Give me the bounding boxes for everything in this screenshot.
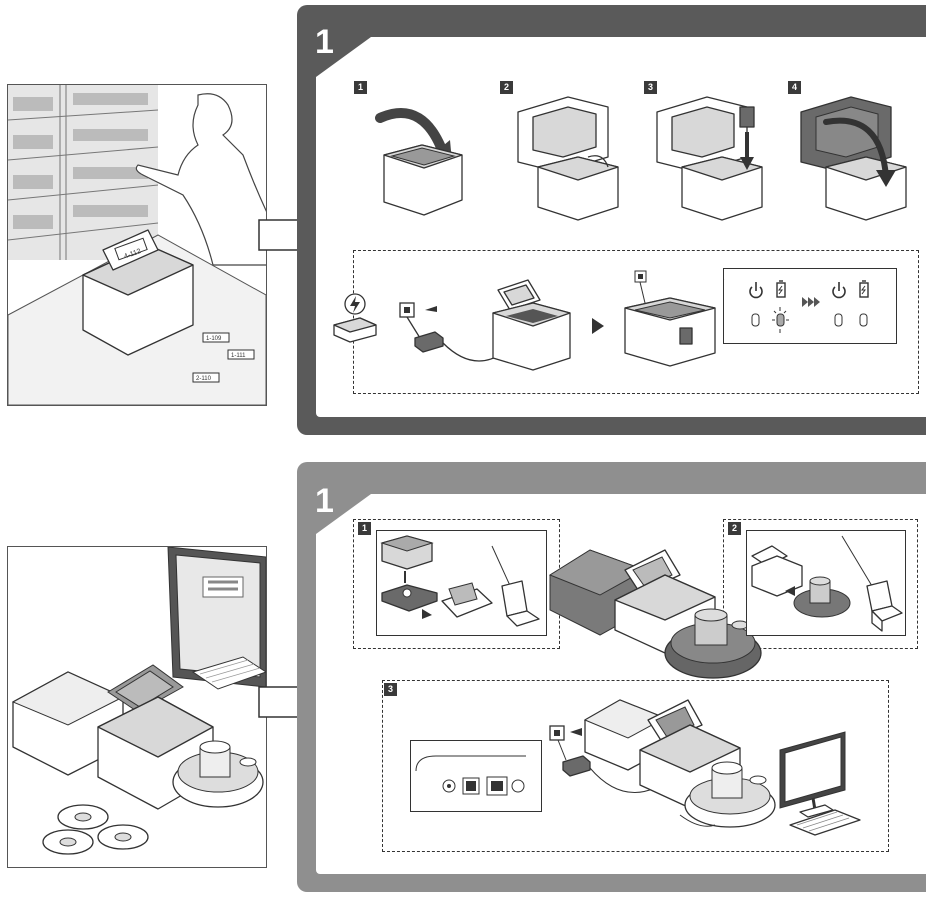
bottom-step-1-inset: [376, 530, 547, 636]
top-step-badge-2: 2: [500, 81, 513, 94]
step-2-open-case-illustration: [508, 92, 628, 227]
top-step-panel: 1: [297, 5, 926, 435]
computer-monitor-illustration: [775, 730, 875, 840]
ac-adapter-illustration: [395, 298, 505, 378]
bottom-photo-workstation: [7, 546, 267, 868]
bottom-step-badge-2: 2: [728, 522, 741, 535]
top-panel-content: [316, 37, 926, 417]
bottom-step-badge-1: 1: [358, 522, 371, 535]
blinking-led-icon: [772, 307, 789, 333]
step-4-close-lid-illustration: [796, 92, 916, 227]
battery-charge-icon: [330, 290, 380, 345]
printer-charging-illustration: [488, 268, 578, 378]
top-step-badge-4: 4: [788, 81, 801, 94]
printer-with-reel-illustration: [545, 535, 765, 685]
label-tag-2: 1-111: [231, 353, 246, 359]
battery-icon: [776, 280, 786, 298]
double-chevron-icon: [802, 297, 820, 307]
top-panel-number: 1: [315, 23, 334, 61]
top-step-badge-1: 1: [354, 81, 367, 94]
power-icon-2: [832, 282, 846, 299]
top-step-badge-3: 3: [644, 81, 657, 94]
step-1-open-lid-illustration: [372, 100, 472, 225]
next-step-arrow-icon: [592, 318, 604, 334]
label-tag-1: 1-109: [206, 336, 222, 342]
charge-indicator-panel: [723, 268, 897, 344]
bottom-step-2-inset: [746, 530, 906, 636]
bottom-printer-setup-illustration: [580, 690, 780, 840]
bottom-ac-adapter-illustration: [548, 724, 658, 814]
usb-port-icon: [462, 777, 480, 795]
power-icon: [749, 282, 763, 299]
bottom-step-2-box: [723, 519, 918, 649]
bottom-step-3-box: [382, 680, 889, 852]
battery-icon-2: [859, 280, 869, 298]
connector-ports-inset: [410, 740, 542, 812]
top-photo-warehouse: 4-112 1-109 1-111 2-110: [7, 84, 267, 406]
label-tag-3: 2-110: [196, 376, 212, 382]
bottom-step-badge-3: 3: [384, 683, 397, 696]
ethernet-port-icon: [486, 776, 508, 796]
step-3-insert-cartridge-illustration: [652, 92, 772, 227]
bottom-panel-number: 1: [315, 482, 334, 520]
case-charging-illustration: [620, 268, 730, 378]
